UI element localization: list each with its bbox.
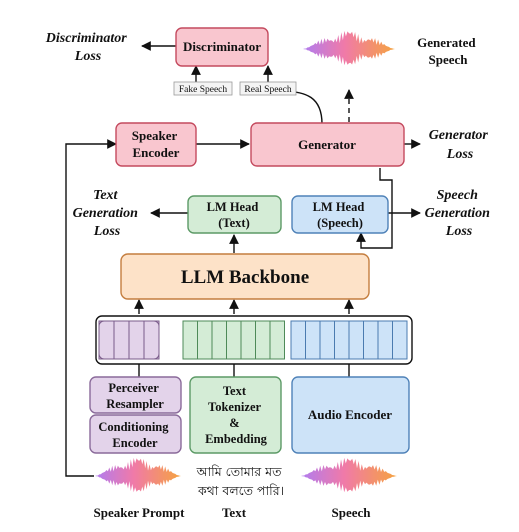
speaker-prompt-label: Speaker Prompt xyxy=(94,505,186,520)
token-cell xyxy=(113,320,130,360)
token-cell xyxy=(377,320,393,360)
perceiver-resampler-block: Perceiver Resampler xyxy=(89,376,182,414)
llm-backbone-block: LLM Backbone xyxy=(120,253,370,300)
generated-speech-waveform xyxy=(303,30,395,66)
token-cell xyxy=(319,320,335,360)
real-speech-tag: Real Speech xyxy=(239,81,297,96)
llm-backbone-label: LLM Backbone xyxy=(181,267,309,288)
lm-head-speech-label: LM Head (Speech) xyxy=(313,200,368,230)
token-cell xyxy=(290,320,306,360)
generator-loss-label: Generator Loss xyxy=(429,128,492,162)
text-label: Text xyxy=(222,505,247,520)
generated-speech-label: Generated Speech xyxy=(417,35,479,67)
audio-encoder-label: Audio Encoder xyxy=(308,407,392,422)
token-cell xyxy=(128,320,145,360)
token-cell xyxy=(98,320,115,360)
token-cell xyxy=(182,320,198,360)
perceiver-resampler-label: Perceiver Resampler xyxy=(106,381,164,411)
token-cell xyxy=(363,320,379,360)
text-generation-loss-label: Text Generation Loss xyxy=(73,188,142,239)
speech-token-group xyxy=(290,320,408,360)
discriminator-label: Discriminator xyxy=(183,39,261,54)
token-cell xyxy=(392,320,408,360)
text-token-group xyxy=(182,320,285,360)
discriminator-block: Discriminator xyxy=(175,27,269,67)
lm-head-text-block: LM Head (Text) xyxy=(187,195,282,234)
conditioning-encoder-block: Conditioning Encoder xyxy=(89,414,182,454)
conditioning-encoder-label: Conditioning Encoder xyxy=(98,420,171,450)
token-group-outline xyxy=(98,320,160,360)
discriminator-loss-label: Discriminator Loss xyxy=(45,31,130,64)
speaker-encoder-label: Speaker Encoder xyxy=(132,128,181,160)
speech-waveform xyxy=(301,457,397,493)
token-cell xyxy=(255,320,271,360)
speaker-encoder-block: Speaker Encoder xyxy=(115,122,197,167)
generator-label: Generator xyxy=(298,137,356,152)
waveform-shape xyxy=(301,457,397,493)
token-cell xyxy=(305,320,321,360)
text-tokenizer-block: Text Tokenizer & Embedding xyxy=(189,376,282,454)
speaker-prompt-waveform xyxy=(95,457,181,493)
token-sequence xyxy=(95,315,413,365)
fake-speech-tag: Fake Speech xyxy=(173,81,233,96)
real-speech-label: Real Speech xyxy=(244,85,291,95)
speech-label: Speech xyxy=(332,505,372,520)
lm-head-speech-block: LM Head (Speech) xyxy=(291,195,389,234)
token-cell xyxy=(348,320,364,360)
lm-head-text-label: LM Head (Text) xyxy=(207,200,262,230)
token-cell xyxy=(240,320,256,360)
bengali-input-text: আমি তোমার মত কথা বলতে পারি। xyxy=(196,464,286,498)
token-cell xyxy=(269,320,285,360)
generator-block: Generator xyxy=(250,122,405,167)
waveform-shape xyxy=(303,30,395,66)
token-cell xyxy=(211,320,227,360)
token-cell xyxy=(143,320,160,360)
audio-encoder-block: Audio Encoder xyxy=(291,376,410,454)
fake-speech-label: Fake Speech xyxy=(179,85,228,95)
waveform-shape xyxy=(95,457,181,493)
token-cell xyxy=(226,320,242,360)
token-cell xyxy=(334,320,350,360)
speech-generation-loss-label: Speech Generation Loss xyxy=(425,188,494,239)
speaker-token-group xyxy=(98,320,160,360)
token-cell xyxy=(197,320,213,360)
text-tokenizer-label: Text Tokenizer & Embedding xyxy=(205,384,268,446)
